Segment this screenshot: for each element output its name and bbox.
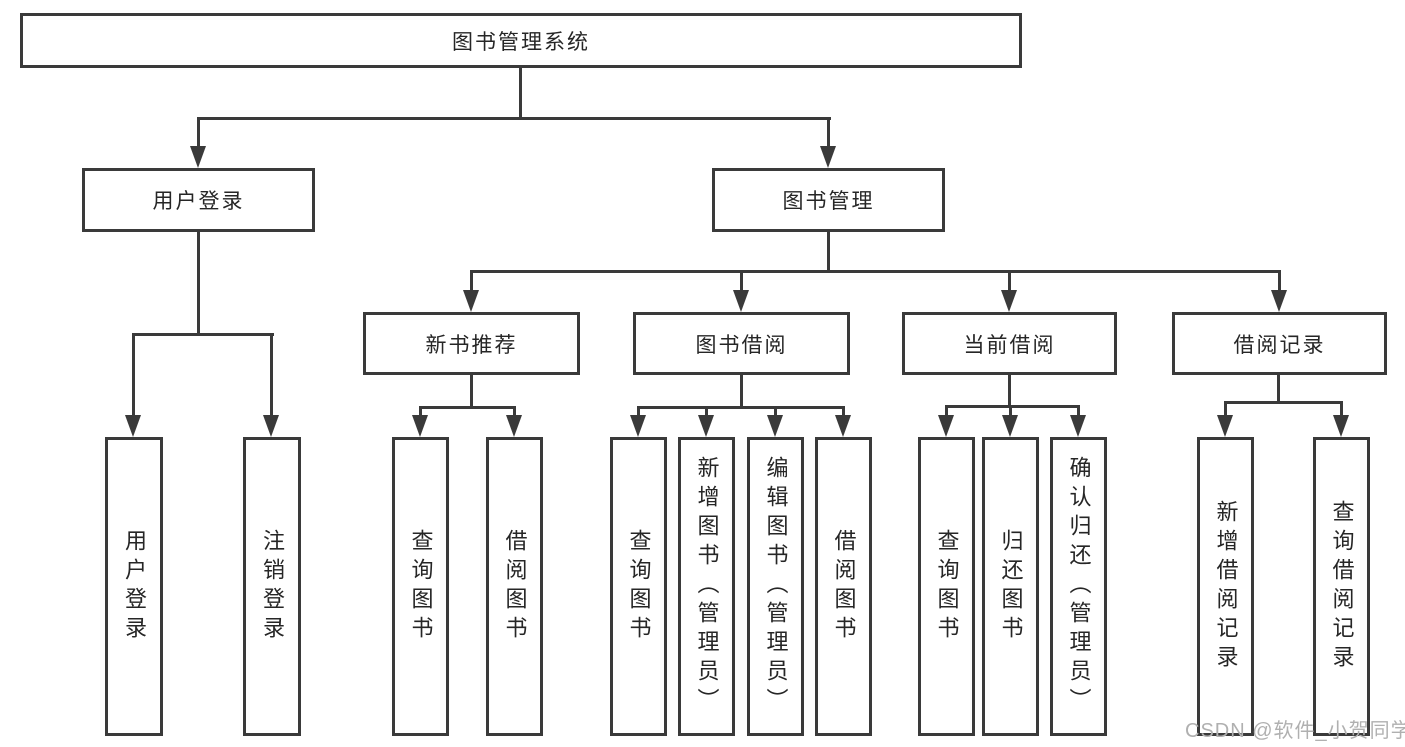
leaf-br-add-borrow-record: 新增借阅记录	[1197, 437, 1254, 736]
connector-current-borrow-split	[945, 405, 1080, 408]
arrow-to-leaf-logout	[263, 333, 280, 437]
arrow-br-to-query-record	[1333, 401, 1350, 437]
connector-book-management-stem	[827, 230, 830, 272]
arrow-cb-to-query-books	[938, 405, 955, 437]
arrow-to-book-management	[820, 117, 837, 168]
arrow-nb-to-borrow-books	[506, 406, 523, 437]
arrow-nb-to-query-books	[412, 406, 429, 437]
arrow-to-borrow-records	[1271, 270, 1288, 312]
leaf-bb-add-books-admin: 新增图书（管理员）	[678, 437, 735, 736]
node-new-book-recommend: 新书推荐	[363, 312, 580, 375]
node-library-management-system: 图书管理系统	[20, 13, 1022, 68]
arrow-bb-to-query-books	[630, 406, 647, 437]
arrow-cb-to-return-books	[1002, 405, 1019, 437]
arrow-to-book-borrow	[733, 270, 750, 312]
connector-user-login-stem	[197, 230, 200, 335]
leaf-cb-return-books: 归还图书	[982, 437, 1039, 736]
connector-new-book-split	[419, 406, 516, 409]
leaf-bb-borrow-books: 借阅图书	[815, 437, 872, 736]
arrow-to-current-borrow	[1001, 270, 1018, 312]
node-borrow-records: 借阅记录	[1172, 312, 1387, 375]
connector-current-borrow-stem	[1008, 373, 1011, 407]
connector-book-borrow-stem	[740, 373, 743, 408]
arrow-to-leaf-user-login	[125, 333, 142, 437]
arrow-bb-to-add-books	[698, 406, 715, 437]
node-current-borrow: 当前借阅	[902, 312, 1117, 375]
node-book-borrow: 图书借阅	[633, 312, 850, 375]
leaf-cb-confirm-return-admin: 确认归还（管理员）	[1050, 437, 1107, 736]
connector-borrow-records-split	[1224, 401, 1343, 404]
node-book-management: 图书管理	[712, 168, 945, 232]
watermark: CSDN @软件_小贺同学	[1185, 720, 1405, 742]
connector-borrow-records-stem	[1277, 373, 1280, 403]
arrow-to-user-login	[190, 117, 207, 168]
connector-book-borrow-split	[637, 406, 845, 409]
connector-root-split	[197, 117, 831, 120]
arrow-to-new-book-recommend	[463, 270, 480, 312]
node-user-login: 用户登录	[82, 168, 315, 232]
connector-root-stem	[519, 66, 522, 119]
leaf-cb-query-books: 查询图书	[918, 437, 975, 736]
arrow-bb-to-borrow-books	[835, 406, 852, 437]
connector-user-login-split	[132, 333, 274, 336]
leaf-nb-query-books: 查询图书	[392, 437, 449, 736]
leaf-br-query-borrow-record: 查询借阅记录	[1313, 437, 1370, 736]
leaf-bb-edit-books-admin: 编辑图书（管理员）	[747, 437, 804, 736]
arrow-br-to-add-record	[1217, 401, 1234, 437]
leaf-bb-query-books: 查询图书	[610, 437, 667, 736]
arrow-cb-to-confirm-return	[1070, 405, 1087, 437]
leaf-user-login: 用户登录	[105, 437, 163, 736]
leaf-logout-login: 注销登录	[243, 437, 301, 736]
connector-new-book-stem	[470, 373, 473, 408]
connector-book-management-split	[470, 270, 1281, 273]
arrow-bb-to-edit-books	[767, 406, 784, 437]
leaf-nb-borrow-books: 借阅图书	[486, 437, 543, 736]
